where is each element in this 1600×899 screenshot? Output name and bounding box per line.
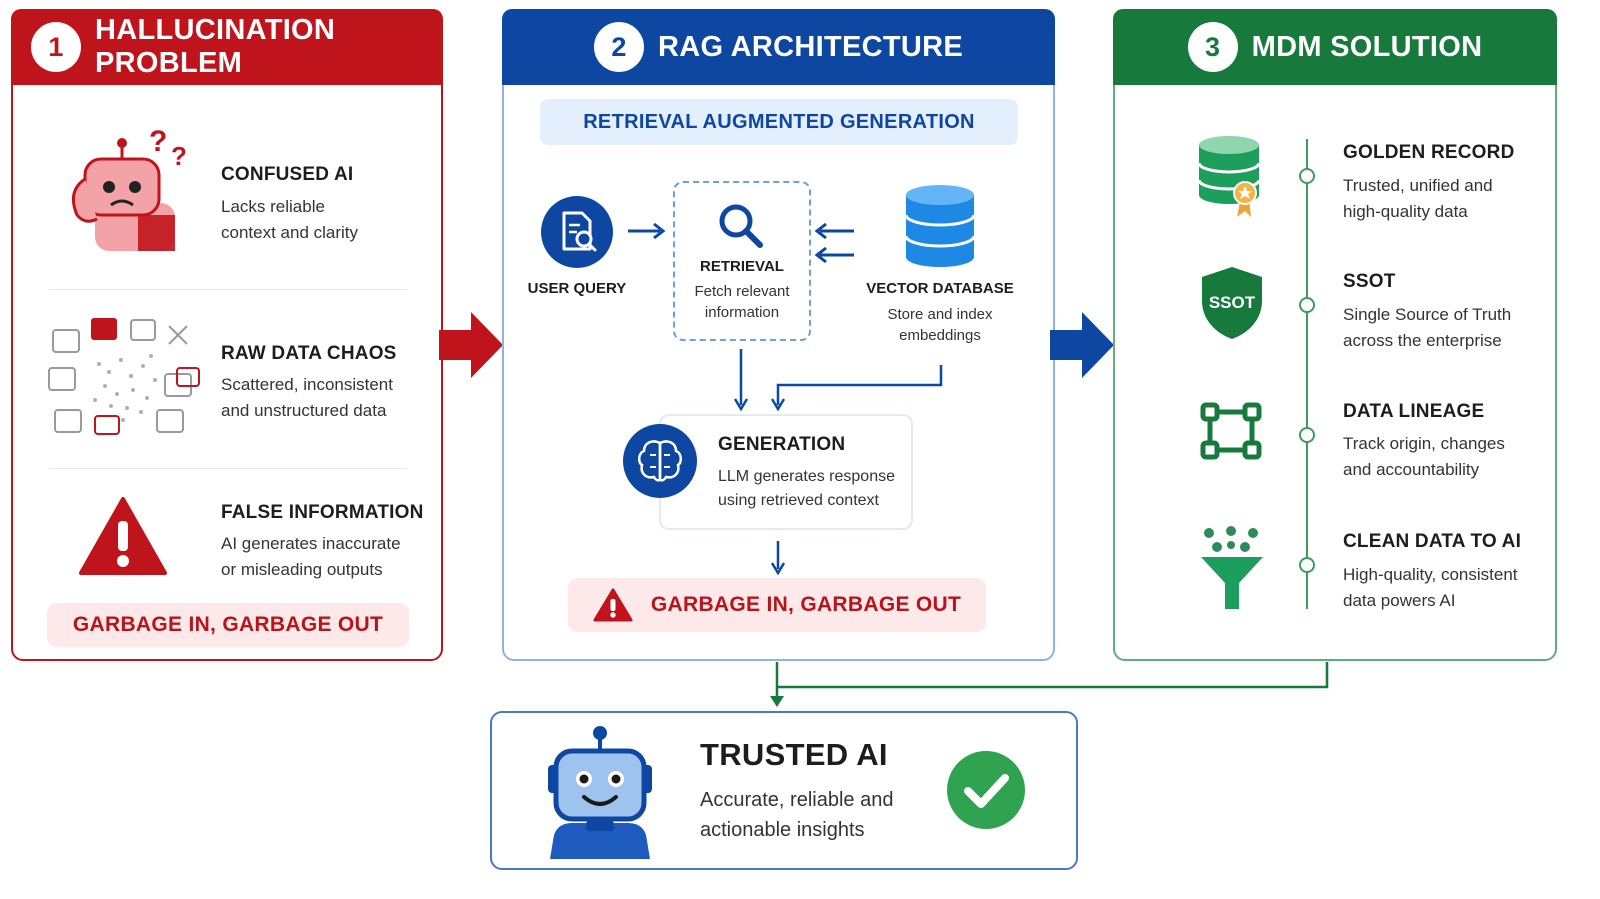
retrieval-title: RETRIEVAL bbox=[700, 258, 784, 275]
trusted-ai-desc-line2: actionable insights bbox=[700, 819, 865, 841]
brain-icon bbox=[623, 424, 697, 498]
arrow-right-icon bbox=[628, 222, 666, 240]
arrows-left-icon bbox=[814, 222, 854, 264]
timeline-node bbox=[1299, 297, 1315, 313]
confused-robot-icon: ? ? bbox=[71, 125, 187, 251]
data-lineage-desc-line1: Track origin, changes bbox=[1343, 434, 1505, 453]
hallucination-header: 1 HALLUCINATION PROBLEM bbox=[11, 9, 443, 85]
rag-subtitle: RETRIEVAL AUGMENTED GENERATION bbox=[540, 99, 1018, 145]
confused-ai-desc-line1: Lacks reliable bbox=[221, 197, 325, 216]
golden-record-desc-line1: Trusted, unified and bbox=[1343, 176, 1493, 195]
flow-connectors bbox=[733, 349, 943, 412]
clean-data-title: CLEAN DATA TO AI bbox=[1343, 531, 1522, 552]
ssot-shield-text: SSOT bbox=[1209, 293, 1256, 312]
step-number-2: 2 bbox=[594, 22, 644, 72]
scattered-data-icon bbox=[48, 318, 200, 435]
data-lineage-title: DATA LINEAGE bbox=[1343, 401, 1485, 422]
funnel-icon bbox=[1201, 526, 1263, 609]
timeline-node bbox=[1299, 557, 1315, 573]
rag-header: 2 RAG ARCHITECTURE bbox=[502, 9, 1055, 85]
hallucination-panel: 1 HALLUCINATION PROBLEM ? ? CONFUSED AI … bbox=[11, 9, 443, 661]
retrieval-box bbox=[673, 181, 811, 341]
trusted-ai-title: TRUSTED AI bbox=[700, 737, 888, 772]
false-information-desc-line2: or misleading outputs bbox=[221, 560, 383, 579]
rag-panel: 2 RAG ARCHITECTURE RETRIEVAL AUGMENTED G… bbox=[502, 9, 1055, 661]
database-icon bbox=[904, 185, 976, 267]
rag-title: RAG ARCHITECTURE bbox=[658, 30, 963, 63]
clean-data-desc-line1: High-quality, consistent bbox=[1343, 565, 1518, 584]
data-lineage-icon bbox=[1200, 402, 1262, 460]
vector-database-desc-line2: embeddings bbox=[899, 327, 981, 344]
warning-icon bbox=[593, 588, 633, 622]
rag-garbage-in-text: GARBAGE IN, GARBAGE OUT bbox=[650, 593, 962, 616]
retrieval-desc-line1: Fetch relevant bbox=[694, 283, 790, 300]
clean-data-desc-line2: data powers AI bbox=[1343, 591, 1456, 610]
golden-record-title: GOLDEN RECORD bbox=[1343, 142, 1515, 163]
arrow-right-icon bbox=[439, 312, 503, 378]
golden-record-database-icon bbox=[1197, 136, 1261, 217]
trusted-ai-panel: TRUSTED AI Accurate, reliable and action… bbox=[490, 711, 1078, 870]
trusted-ai-desc-line1: Accurate, reliable and bbox=[700, 789, 894, 811]
confused-ai-title: CONFUSED AI bbox=[221, 164, 354, 185]
warning-triangle-icon bbox=[79, 497, 167, 575]
raw-data-chaos-desc-line1: Scattered, inconsistent bbox=[221, 375, 393, 394]
vector-database-desc-line1: Store and index bbox=[887, 306, 993, 323]
merge-connector bbox=[770, 662, 1329, 707]
generation-desc-line1: LLM generates response bbox=[718, 468, 895, 485]
rag-garbage-in-banner: GARBAGE IN, GARBAGE OUT bbox=[568, 578, 986, 632]
checkmark-icon bbox=[947, 751, 1025, 829]
raw-data-chaos-desc-line2: and unstructured data bbox=[221, 401, 387, 420]
svg-text:?: ? bbox=[149, 125, 167, 158]
user-query-label: USER QUERY bbox=[527, 280, 627, 297]
garbage-in-banner: GARBAGE IN, GARBAGE OUT bbox=[47, 603, 409, 647]
ssot-desc-line1: Single Source of Truth bbox=[1343, 305, 1512, 324]
raw-data-chaos-title: RAW DATA CHAOS bbox=[221, 343, 397, 364]
separator bbox=[49, 468, 407, 469]
retrieval-desc-line2: information bbox=[704, 304, 780, 321]
mdm-header: 3 MDM SOLUTION bbox=[1113, 9, 1557, 85]
data-lineage-desc-line2: and accountability bbox=[1343, 460, 1480, 479]
shield-icon: SSOT bbox=[1202, 267, 1262, 339]
false-information-desc-line1: AI generates inaccurate bbox=[221, 534, 401, 553]
timeline-node bbox=[1299, 168, 1315, 184]
golden-record-desc-line2: high-quality data bbox=[1343, 202, 1468, 221]
hallucination-title: HALLUCINATION PROBLEM bbox=[95, 14, 336, 79]
generation-title: GENERATION bbox=[718, 434, 846, 455]
ssot-title: SSOT bbox=[1343, 271, 1396, 292]
user-query-icon bbox=[541, 196, 613, 268]
step-number-1: 1 bbox=[31, 22, 81, 72]
step-number-3: 3 bbox=[1187, 22, 1238, 72]
separator bbox=[49, 289, 407, 290]
svg-text:?: ? bbox=[171, 141, 187, 171]
vector-database-title: VECTOR DATABASE bbox=[866, 280, 1014, 297]
magnifier-icon bbox=[719, 204, 763, 248]
timeline-line bbox=[1306, 139, 1308, 609]
arrow-down-icon bbox=[770, 541, 786, 575]
generation-desc-line2: using retrieved context bbox=[718, 492, 879, 509]
arrow-right-icon bbox=[1050, 312, 1114, 378]
mdm-panel: 3 MDM SOLUTION GOLDEN RECORD Trusted, un… bbox=[1113, 9, 1557, 661]
false-information-title: FALSE INFORMATION bbox=[221, 502, 424, 523]
happy-robot-icon bbox=[548, 726, 652, 859]
mdm-title: MDM SOLUTION bbox=[1251, 30, 1483, 63]
ssot-desc-line2: across the enterprise bbox=[1343, 331, 1502, 350]
confused-ai-desc-line2: context and clarity bbox=[221, 223, 359, 242]
timeline-node bbox=[1299, 427, 1315, 443]
